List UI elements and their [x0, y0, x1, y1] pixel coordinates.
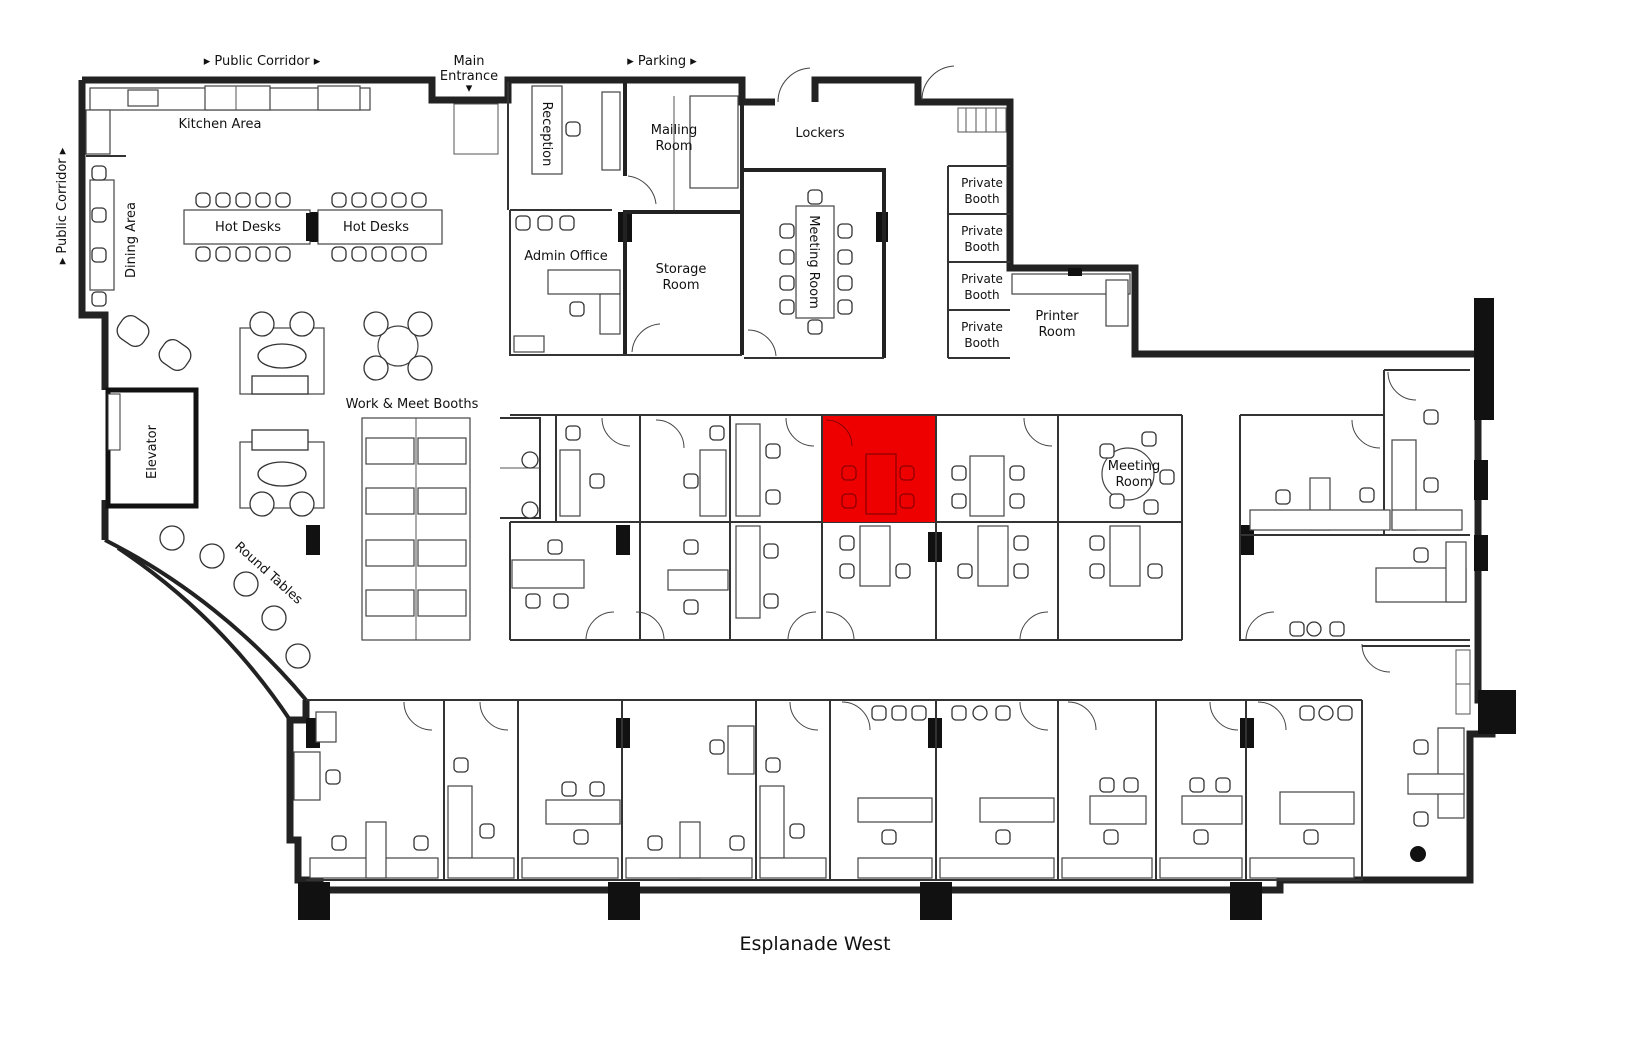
column: [306, 525, 320, 555]
reception-label: Reception: [539, 102, 554, 167]
right-middle-offices: [1239, 369, 1470, 673]
work-meet-booths: [361, 417, 471, 641]
public-corridor-side-label: ▸ Public Corridor ▸: [55, 147, 70, 264]
admin-office-label: Admin Office: [524, 249, 608, 264]
column: [1474, 535, 1488, 571]
meeting-room-round-label: Meeting: [1108, 459, 1160, 474]
column: [1240, 525, 1254, 555]
column: [616, 525, 630, 555]
private-booth-4-label: Private: [961, 320, 1003, 334]
hot-desks-label-2: Hot Desks: [343, 220, 409, 235]
printer-room-label: Printer: [1035, 309, 1079, 324]
meeting-room-round-label-2: Room: [1115, 475, 1152, 490]
bottom-office-row: [293, 645, 1471, 881]
middle-band-furniture: [511, 417, 1175, 641]
column: [1474, 460, 1488, 500]
reception-block: [430, 82, 744, 356]
main-entrance-label-2: Entrance: [440, 69, 498, 84]
storage-room-label: Storage: [656, 262, 707, 277]
lounge-seating: [116, 311, 433, 517]
hot-desks-area: [183, 192, 443, 262]
main-entrance-label: Main: [453, 54, 484, 69]
work-meet-booths-label: Work & Meet Booths: [346, 397, 479, 412]
meeting-room-vertical-label: Meeting Room: [806, 215, 821, 309]
lockers-meeting-block: [744, 65, 955, 359]
hot-desk-chairs: [195, 192, 427, 262]
private-booths-block: [947, 107, 1131, 359]
column: [608, 882, 640, 920]
column: [1230, 882, 1262, 920]
dining-area-seating: [89, 165, 115, 307]
kitchen-counter: [85, 85, 371, 157]
street-name-label: Esplanade West: [739, 933, 890, 955]
printer-room-label-2: Room: [1038, 325, 1075, 340]
private-booth-3-label-2: Booth: [964, 288, 999, 302]
middle-office-band: [500, 414, 1183, 641]
round-tables: [159, 525, 311, 669]
lockers-label: Lockers: [795, 126, 845, 141]
highlighted-office-furniture: [825, 419, 915, 515]
private-booth-1-label: Private: [961, 176, 1003, 190]
private-booth-4-label-2: Booth: [964, 336, 999, 350]
column: [920, 882, 952, 920]
hot-desks-label-1: Hot Desks: [215, 220, 281, 235]
column: [1474, 350, 1494, 420]
highlighted-office[interactable]: [823, 416, 935, 522]
private-booth-2-label-2: Booth: [964, 240, 999, 254]
column: [1474, 298, 1494, 358]
dining-area-label: Dining Area: [124, 202, 139, 278]
mailing-room-label-2: Room: [655, 139, 692, 154]
storage-room-label-2: Room: [662, 278, 699, 293]
private-booth-3-label: Private: [961, 272, 1003, 286]
column: [298, 882, 330, 920]
column: [1478, 690, 1516, 734]
mailing-room-label: Mailing: [651, 123, 698, 138]
private-booth-1-label-2: Booth: [964, 192, 999, 206]
elevator-label: Elevator: [145, 424, 160, 479]
private-booth-2-label: Private: [961, 224, 1003, 238]
entrance-arrow-icon: ▾: [466, 81, 473, 96]
kitchen-area-label: Kitchen Area: [179, 117, 262, 132]
parking-label: ▸ Parking ▸: [627, 54, 697, 69]
elevator-shaft: [105, 387, 199, 509]
public-corridor-top-label: ▸ Public Corridor ▸: [204, 54, 321, 69]
